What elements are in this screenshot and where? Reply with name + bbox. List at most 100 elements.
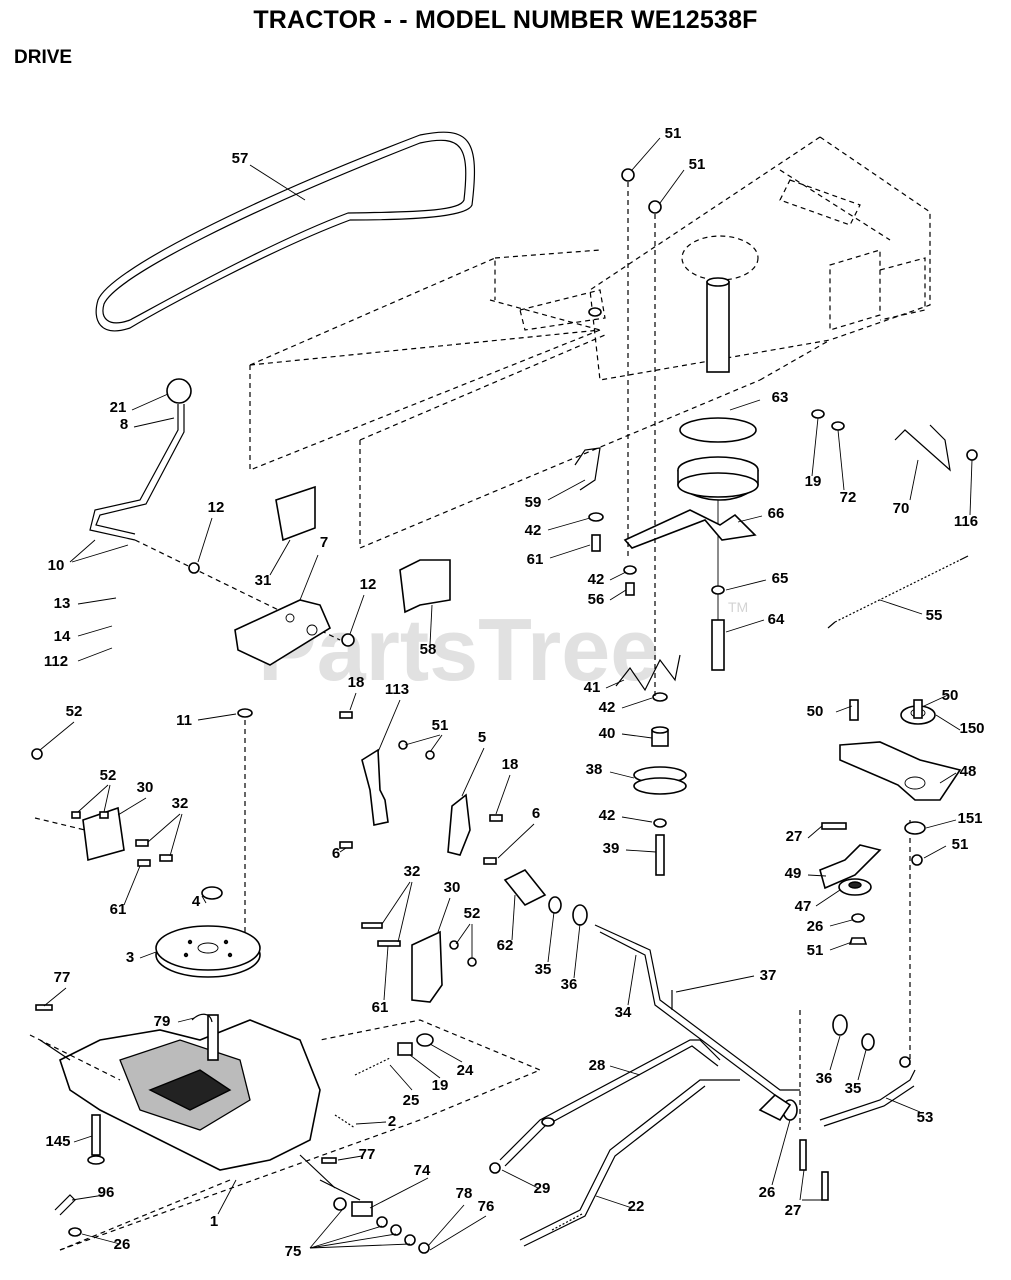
part-label-42d: 42	[599, 807, 616, 824]
part-label-42a: 42	[525, 522, 542, 539]
part-label-11: 11	[176, 712, 192, 729]
part-label-2: 2	[388, 1113, 396, 1130]
bracket-49	[819, 844, 882, 890]
part-label-52c: 52	[464, 905, 481, 922]
part-label-151: 151	[957, 810, 982, 827]
part-label-66: 66	[768, 505, 785, 522]
part-label-7: 7	[320, 534, 328, 551]
axle-parts	[333, 1197, 430, 1254]
washer-11	[237, 708, 253, 718]
part-label-70: 70	[893, 500, 910, 517]
bracket-48	[839, 741, 962, 801]
part-label-3: 3	[126, 949, 134, 966]
spring-55	[827, 555, 969, 629]
part-label-52b: 52	[100, 767, 117, 784]
part-label-51c: 51	[432, 717, 449, 734]
part-label-19a: 19	[805, 473, 822, 490]
part-label-30b: 30	[444, 879, 461, 896]
bracket-113	[361, 748, 389, 826]
bolt-145	[87, 1114, 105, 1165]
part-label-53: 53	[917, 1109, 934, 1126]
spring-25	[354, 1057, 391, 1076]
part-label-26a: 26	[807, 918, 824, 935]
part-label-14: 14	[54, 628, 71, 645]
part-label-51a: 51	[665, 125, 682, 142]
part-label-150: 150	[959, 720, 984, 737]
part-label-51d: 51	[952, 836, 969, 853]
part-label-49: 49	[785, 865, 802, 882]
page-title: TRACTOR - - MODEL NUMBER WE12538F	[253, 6, 758, 34]
spring-41	[615, 654, 681, 692]
part-label-76: 76	[478, 1198, 495, 1215]
rod-28	[489, 1039, 721, 1174]
part-label-145: 145	[45, 1133, 70, 1150]
pulley-63	[677, 277, 759, 671]
part-label-10: 10	[48, 557, 65, 574]
plate-31	[275, 485, 316, 542]
clip-96	[54, 1194, 76, 1216]
part-label-48: 48	[960, 763, 977, 780]
bolt-116	[966, 449, 978, 461]
plate-58	[399, 559, 451, 614]
part-label-8: 8	[120, 416, 128, 433]
part-label-74: 74	[414, 1162, 431, 1179]
part-label-51e: 51	[807, 942, 824, 959]
rod-70	[894, 424, 951, 472]
part-label-12b: 12	[360, 576, 377, 593]
rod-34	[594, 924, 800, 1096]
part-label-40: 40	[599, 725, 616, 742]
section-title: DRIVE	[14, 47, 73, 68]
part-label-39: 39	[603, 840, 620, 857]
part-label-6a: 6	[532, 805, 540, 822]
part-label-65: 65	[772, 570, 789, 587]
part-label-22: 22	[628, 1198, 645, 1215]
part-label-59: 59	[525, 494, 542, 511]
part-label-4: 4	[192, 893, 201, 910]
leader-lines	[39, 137, 973, 1251]
pulley-3	[155, 925, 261, 978]
watermark-tm: TM	[728, 599, 748, 615]
part-label-51b: 51	[689, 156, 706, 173]
part-label-79: 79	[154, 1013, 171, 1030]
part-label-13: 13	[54, 595, 71, 612]
part-label-35b: 35	[845, 1080, 862, 1097]
part-label-27a: 27	[786, 828, 803, 845]
spring-clip-59	[574, 447, 601, 491]
part-label-34: 34	[615, 1004, 632, 1021]
part-label-32b: 32	[404, 863, 421, 880]
part-label-30a: 30	[137, 779, 154, 796]
left-bracket-30	[31, 748, 173, 867]
part-label-113: 113	[385, 681, 409, 698]
part-label-112: 112	[44, 653, 68, 670]
part-label-72: 72	[840, 489, 857, 506]
part-label-26c: 26	[114, 1236, 131, 1253]
part-label-29: 29	[534, 1180, 551, 1197]
rod-22	[519, 1079, 740, 1247]
part-label-56: 56	[588, 591, 605, 608]
part-label-37: 37	[760, 967, 777, 984]
frame-drawing	[249, 136, 931, 549]
part-label-64: 64	[768, 611, 785, 628]
part-label-18a: 18	[348, 674, 365, 691]
part-label-77b: 77	[359, 1146, 376, 1163]
part-label-58: 58	[420, 641, 437, 658]
part-label-27b: 27	[785, 1202, 802, 1219]
part-label-25: 25	[403, 1092, 420, 1109]
pin-77a	[35, 1004, 53, 1011]
rod-53	[819, 1069, 916, 1121]
part-label-50a: 50	[807, 703, 824, 720]
nut-51b	[648, 200, 662, 214]
drive-belt-57	[95, 131, 475, 332]
nut-51a	[621, 168, 635, 182]
spring-2	[334, 1114, 356, 1129]
part-label-32a: 32	[172, 795, 189, 812]
part-label-52a: 52	[66, 703, 83, 720]
part-label-62: 62	[497, 937, 514, 954]
ring-4	[201, 886, 223, 900]
part-label-12a: 12	[208, 499, 225, 516]
part-label-57: 57	[232, 150, 249, 167]
idler-bracket-66	[623, 509, 757, 549]
part-label-42b: 42	[588, 571, 605, 588]
bracket-30-right	[361, 922, 477, 1003]
